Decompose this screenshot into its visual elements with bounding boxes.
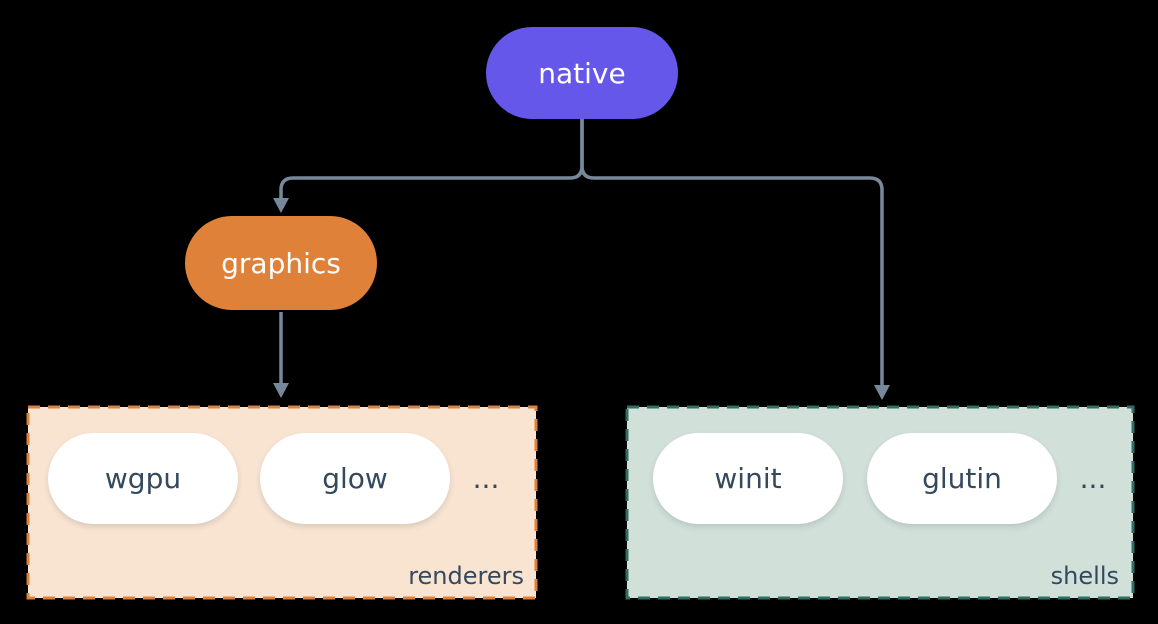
- node-glutin-label: glutin: [922, 462, 1002, 495]
- node-glutin: glutin: [867, 433, 1057, 524]
- edge-native-graphics: [279, 118, 584, 198]
- arrowhead-shells: [874, 385, 890, 400]
- edge-native-shells: [580, 118, 884, 386]
- node-winit: winit: [653, 433, 843, 524]
- node-glow: glow: [260, 433, 450, 524]
- node-wgpu: wgpu: [48, 433, 238, 524]
- node-native-label: native: [538, 56, 626, 90]
- group-renderers: wgpu glow ... renderers: [28, 407, 536, 598]
- shells-group-label: shells: [1050, 562, 1119, 590]
- node-wgpu-label: wgpu: [104, 462, 182, 495]
- renderers-ellipsis: ...: [472, 462, 500, 495]
- node-native: native: [486, 27, 678, 119]
- renderers-group-label: renderers: [408, 562, 524, 590]
- node-winit-label: winit: [714, 462, 782, 495]
- node-graphics-label: graphics: [221, 246, 341, 280]
- group-shells: winit glutin ... shells: [627, 407, 1133, 598]
- node-glow-label: glow: [322, 462, 388, 495]
- arrowhead-graphics: [273, 198, 289, 213]
- arrowhead-renderers: [273, 383, 289, 398]
- shells-ellipsis: ...: [1079, 462, 1107, 495]
- node-graphics: graphics: [185, 216, 377, 310]
